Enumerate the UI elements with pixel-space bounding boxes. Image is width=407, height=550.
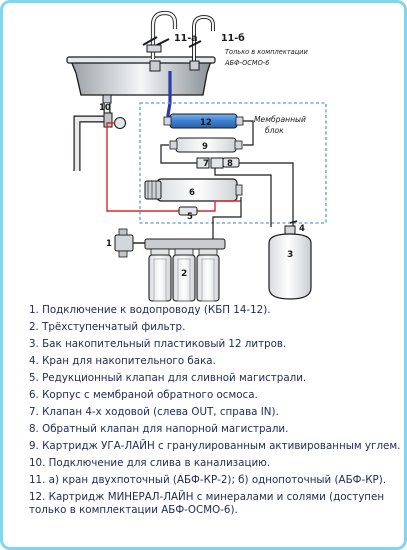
legend-item: 2. Трёхступенчатый фильтр. [29,321,186,333]
legend-item: 3. Бак накопительный пластиковый 12 литр… [29,338,287,350]
label-5: 5 [187,212,193,222]
storage-tank-3 [268,233,312,300]
label-12: 12 [200,118,212,128]
prefilter-2 [144,238,226,302]
red-drain-tube [153,200,241,212]
faucet-b-note-line1: Только в комплектации [225,48,308,56]
label-4: 4 [299,224,305,234]
label-9: 9 [202,142,208,152]
faucet-11a [142,10,178,72]
installation-diagram: 11-а 11-б Только в комплектации АБФ-ОСМО… [66,10,327,302]
label-6: 6 [189,188,195,198]
drain-pipe [73,103,153,212]
membrane-block-frame [139,102,327,224]
legend-item: 4. Кран для накопительного бака. [29,355,216,367]
legend-item: 9. Картридж УГА-ЛАЙН с гранулированным а… [29,440,401,452]
legend-item: 1. Подключение к водопроводу (КБП 14-12)… [29,304,271,316]
legend-item: 10. Подключение для слива в канализацию. [29,457,271,469]
label-8: 8 [227,159,233,169]
sink [66,56,216,104]
legend-item: 7. Клапан 4-х ходовой (слева OUT, справа… [29,406,279,418]
legend-item: 12. Картридж МИНЕРАЛ-ЛАЙН с минералами и… [29,491,385,517]
valve-7 [196,157,224,169]
legend-item: 8. Обратный клапан для напорной магистра… [29,423,289,435]
inlet-connection-1 [114,228,149,258]
label-10: 10 [99,103,111,113]
label-3: 3 [287,250,293,260]
legend-item: 5. Редукционный клапан для сливной магис… [29,372,307,384]
legend-item: 6. Корпус с мембраной обратного осмоса. [29,389,258,401]
legend-item: 11. а) кран двухпоточный (АБФ-КР-2); б) … [29,474,387,486]
faucet-b-note-line2: АБФ-ОСМО-6 [224,59,269,67]
label-11a: 11-а [174,33,198,44]
membrane-block-label-line2: блок [265,126,284,135]
label-7: 7 [203,159,209,169]
label-2: 2 [181,269,187,279]
membrane-block-label-line1: Мембранный [254,115,306,124]
cartridge-9 [169,137,243,153]
reducer-valve-5 [178,206,198,216]
parts-legend: 1. Подключение к водопроводу (КБП 14-12)… [29,304,401,521]
cartridge-12 [163,113,244,129]
label-1: 1 [106,239,112,249]
membrane-housing-6 [144,178,243,202]
label-11b: 11-б [221,33,245,44]
faucet-11b [188,15,215,71]
